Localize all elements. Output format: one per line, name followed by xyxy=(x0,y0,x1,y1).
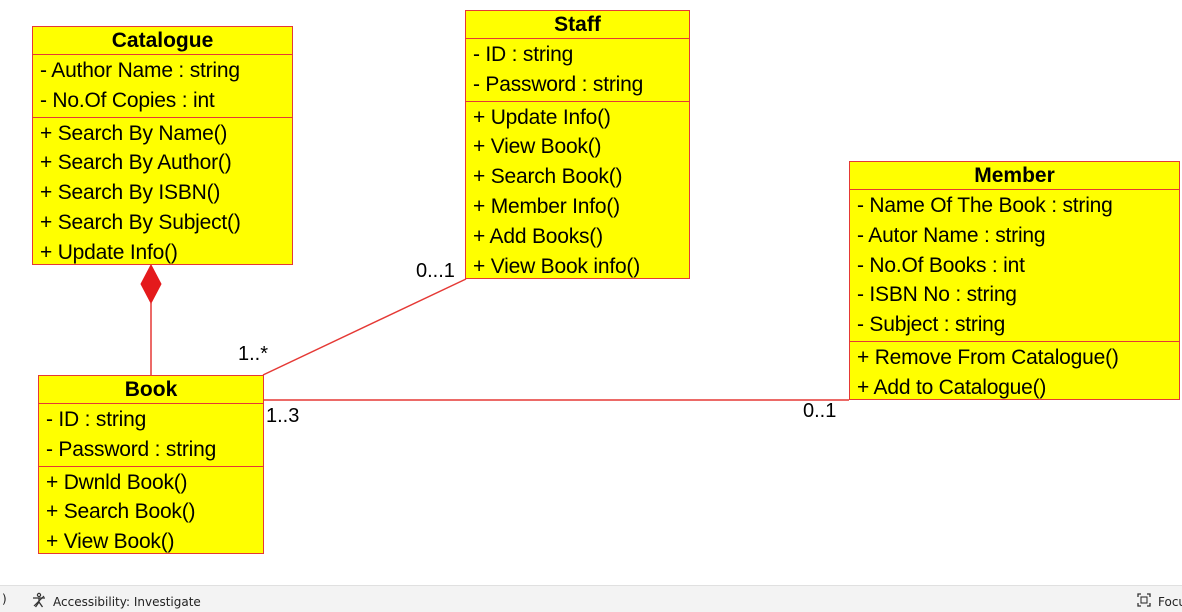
multiplicity-label-book-staff-book-end: 1..* xyxy=(238,343,269,365)
operations-section: + Dwnld Book() + Search Book() + View Bo… xyxy=(39,467,263,558)
operation: + View Book info() xyxy=(473,254,641,278)
status-left-fragment: ) xyxy=(2,592,7,606)
multiplicity-label-book-member-book-end: 1..3 xyxy=(266,405,300,427)
attribute: - ID : string xyxy=(473,43,574,66)
operation: + Remove From Catalogue() xyxy=(857,345,1119,369)
class-member[interactable]: Member - Name Of The Book : string - Aut… xyxy=(849,161,1180,400)
operation: + Search By ISBN() xyxy=(40,181,221,205)
attributes-section: - ID : string - Password : string xyxy=(466,39,689,102)
attribute: - Name Of The Book : string xyxy=(857,194,1113,217)
association-line-book-staff[interactable] xyxy=(262,278,467,376)
focus-mode-icon xyxy=(1136,592,1152,611)
attribute: - Password : string xyxy=(473,72,644,96)
diagram-canvas: Catalogue - Author Name : string - No.Of… xyxy=(32,10,1180,554)
class-catalogue[interactable]: Catalogue - Author Name : string - No.Of… xyxy=(32,26,293,265)
multiplicity-label-book-staff-staff-end: 0...1 xyxy=(416,260,455,282)
attribute: - No.Of Books : int xyxy=(857,253,1025,277)
status-left-text: ) xyxy=(2,592,7,606)
operation: + Add Books() xyxy=(473,224,603,248)
attributes-section: - Name Of The Book : string - Autor Name… xyxy=(850,190,1179,342)
attribute: - ISBN No : string xyxy=(857,283,1017,307)
operation: + Dwnld Book() xyxy=(46,470,188,494)
operations-section: + Search By Name() + Search By Author() … xyxy=(33,118,292,269)
accessibility-icon xyxy=(31,592,47,611)
relationship-lines xyxy=(140,263,849,401)
accessibility-status-label: Accessibility: Investigate xyxy=(53,594,201,609)
operations-section: + Remove From Catalogue() + Add to Catal… xyxy=(850,342,1179,404)
operation: + Update Info() xyxy=(40,240,178,264)
focus-mode-label: Focu xyxy=(1158,594,1182,609)
operations-section: + Update Info() + View Book() + Search B… xyxy=(466,102,689,283)
attributes-section: - ID : string - Password : string xyxy=(39,404,263,467)
class-book[interactable]: Book - ID : string - Password : string +… xyxy=(38,375,264,554)
operation: + View Book() xyxy=(473,135,602,159)
operation: + Search By Name() xyxy=(40,121,228,145)
class-name: Staff xyxy=(466,11,689,39)
attribute: - No.Of Copies : int xyxy=(40,88,215,112)
attribute: - Password : string xyxy=(46,437,217,461)
operation: + View Book() xyxy=(46,530,175,554)
multiplicity-label-book-member-member-end: 0..1 xyxy=(803,400,837,422)
operation: + Search By Author() xyxy=(40,151,232,175)
operation: + Search By Subject() xyxy=(40,210,241,234)
class-name: Catalogue xyxy=(33,27,292,55)
operation: + Update Info() xyxy=(473,105,611,129)
class-name: Book xyxy=(39,376,263,404)
operation: + Search Book() xyxy=(473,165,623,189)
accessibility-status-button[interactable]: Accessibility: Investigate xyxy=(31,592,201,611)
operation: + Member Info() xyxy=(473,194,620,218)
attribute: - Subject : string xyxy=(857,313,1006,337)
attributes-section: - Author Name : string - No.Of Copies : … xyxy=(33,55,292,118)
composition-diamond-icon xyxy=(140,263,162,305)
attribute: - Author Name : string xyxy=(40,59,240,82)
status-bar: ) Accessibility: Investigate Focu xyxy=(0,585,1182,612)
operation: + Add to Catalogue() xyxy=(857,375,1047,399)
class-name: Member xyxy=(850,162,1179,190)
attribute: - Autor Name : string xyxy=(857,223,1046,247)
attribute: - ID : string xyxy=(46,408,147,431)
focus-mode-button[interactable]: Focu xyxy=(1136,592,1182,611)
class-staff[interactable]: Staff - ID : string - Password : string … xyxy=(465,10,690,279)
operation: + Search Book() xyxy=(46,500,196,524)
